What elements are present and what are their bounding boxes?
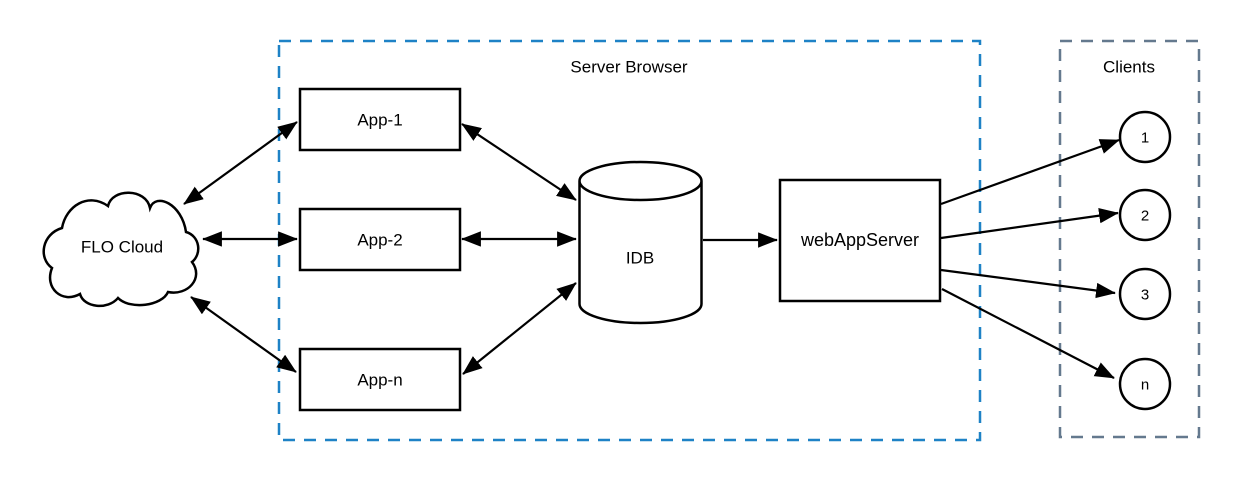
app-n-box: [298, 347, 462, 412]
app-1-box: [298, 87, 462, 152]
webappserver-box: [778, 178, 942, 303]
edge-webappserver-client-1: [940, 138, 1120, 206]
edge-app-1-idb: [461, 123, 577, 201]
clients-group-border: [1058, 39, 1201, 439]
client-2-circle: [1118, 188, 1172, 242]
client-1-circle: [1118, 110, 1172, 164]
edge-webappserver-client-3: [940, 268, 1116, 299]
idb-database-cylinder: [578, 160, 703, 325]
edge-flo-cloud-app-1: [183, 121, 298, 205]
client-n-circle: [1118, 357, 1172, 411]
flo-cloud-shape: [42, 191, 200, 307]
edge-webappserver-client-n: [941, 288, 1115, 379]
clients-group-label: Clients: [1103, 58, 1155, 77]
app-2-box: [298, 207, 462, 272]
client-n-label: n: [1141, 377, 1149, 394]
idb-label: IDB: [626, 249, 654, 268]
app-n-label: App-n: [357, 371, 402, 390]
client-1-label: 1: [1141, 130, 1149, 147]
client-2-label: 2: [1141, 208, 1149, 225]
edge-flo-cloud-app-n: [190, 296, 297, 373]
edge-webappserver-client-2: [940, 208, 1119, 240]
edge-app-n-idb: [462, 282, 577, 375]
flo-cloud-label: FLO Cloud: [81, 238, 163, 257]
webappserver-label: webAppServer: [800, 230, 919, 250]
app-1-label: App-1: [357, 111, 402, 130]
server-browser-group-label: Server Browser: [570, 58, 687, 77]
client-3-circle: [1118, 267, 1172, 321]
client-3-label: 3: [1141, 287, 1149, 304]
app-2-label: App-2: [357, 231, 402, 250]
